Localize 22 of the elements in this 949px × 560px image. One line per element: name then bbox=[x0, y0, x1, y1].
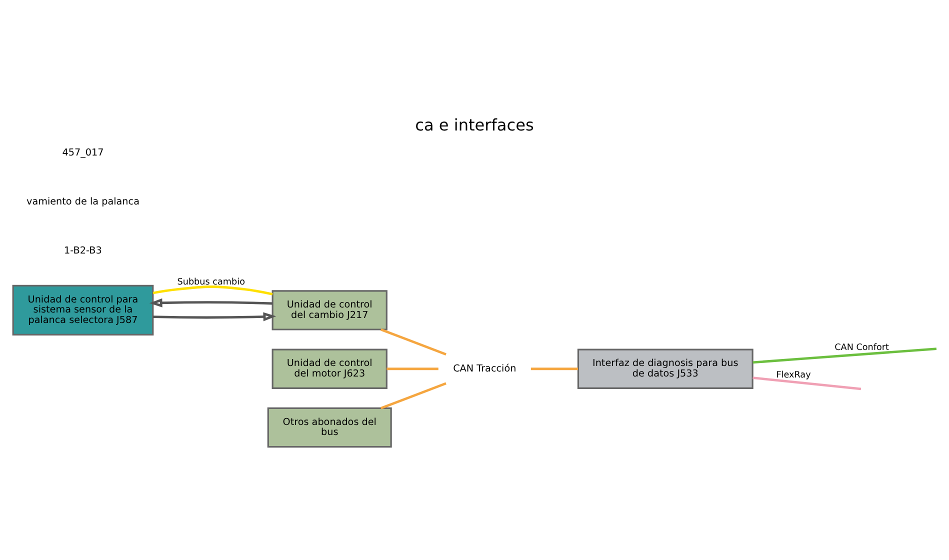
node-box: Unidad de control para sistema sensor de la palanca selectora J587 bbox=[12, 284, 154, 336]
label: vamiento de la palanca bbox=[26, 196, 140, 207]
node-box: Unidad de control del motor J623 bbox=[272, 348, 388, 388]
node-box: Interfaz de diagnosis para bus de datos J533 bbox=[577, 348, 754, 388]
connector bbox=[530, 367, 578, 370]
connector bbox=[380, 382, 446, 409]
edge-label: FlexRay bbox=[776, 370, 811, 380]
label: 457_017 bbox=[62, 146, 104, 158]
connector bbox=[380, 328, 446, 356]
diagram-title: ca e interfaces bbox=[415, 114, 534, 134]
connector bbox=[386, 367, 438, 370]
connector bbox=[152, 285, 273, 295]
edge-label: CAN Confort bbox=[834, 342, 889, 353]
label: 1-B2-B3 bbox=[64, 244, 102, 256]
arrow bbox=[153, 312, 276, 321]
connector bbox=[752, 376, 862, 390]
node-text: CAN Tracción bbox=[453, 362, 516, 374]
edge-label: Subbus cambio bbox=[177, 276, 245, 287]
connector bbox=[752, 347, 937, 364]
node-box: Otros abonados del bus bbox=[267, 406, 392, 448]
arrow bbox=[149, 298, 273, 307]
node-box: Unidad de control del cambio J217 bbox=[272, 290, 388, 330]
